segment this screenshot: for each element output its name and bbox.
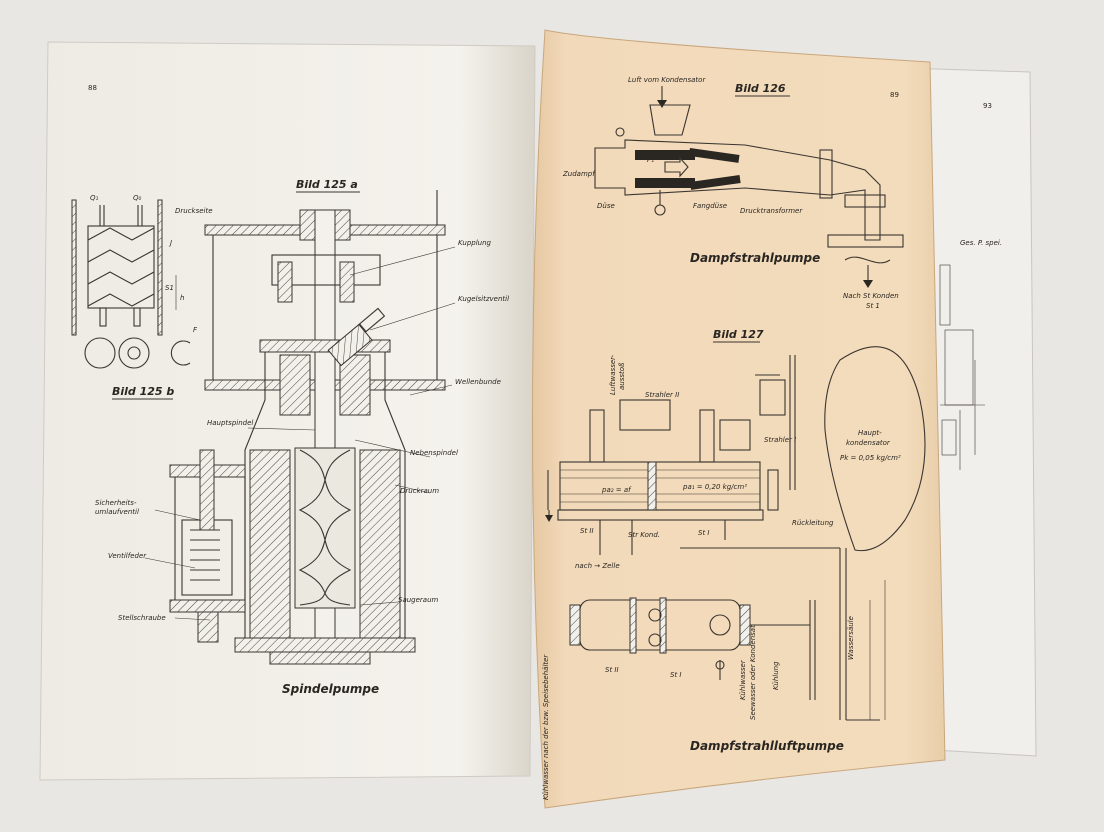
label-q1: Q₁: [90, 194, 99, 202]
label-saugeraum: Saugeraum: [398, 596, 439, 604]
label-nach-zelle: nach → Zelle: [575, 562, 620, 570]
third-page-drawing: [939, 264, 985, 470]
label-st2-lower: St II: [605, 666, 619, 674]
label-hauptkondensator: Haupt-: [858, 429, 882, 437]
label-st1-small: St 1: [866, 302, 880, 310]
label-strahler-2: Strahler II: [645, 391, 679, 399]
figure-125b-title: Bild 125 b: [112, 385, 174, 398]
label-str-kond: Str Kond.: [628, 531, 660, 539]
label-rueckleitung: Rückleitung: [792, 519, 834, 527]
label-kondensator: kondensator: [846, 439, 891, 447]
third-page-number: 93: [983, 102, 992, 110]
label-s1: S1: [165, 284, 174, 292]
label-st2: St II: [580, 527, 594, 535]
label-q0: Q₀: [133, 194, 142, 202]
figure-125b: Q₁ Q₀ Druckseite J S1 h F Bild 125 b: [71, 194, 213, 400]
figure-127-title: Bild 127: [713, 328, 764, 341]
label-h: h: [180, 294, 184, 302]
label-fangduese: Fangdüse: [693, 202, 727, 210]
label-nebenspindel: Nebenspindel: [410, 449, 458, 457]
third-page-label: Ges. P. spei.: [960, 239, 1002, 247]
figure-127-caption: Dampfstrahlluftpumpe: [690, 739, 844, 753]
label-st1: St I: [698, 529, 709, 537]
label-stellschraube: Stellschraube: [118, 614, 166, 622]
figure-126-caption: Dampfstrahlpumpe: [690, 251, 820, 265]
figure-125a-caption: Spindelpumpe: [282, 682, 379, 696]
label-kugelsitzventil: Kugelsitzventil: [458, 295, 509, 303]
label-kuehlwasser-side: Kühlwasser nach der bzw. Speisebehälter: [542, 654, 550, 800]
label-f: F: [193, 326, 198, 334]
label-umlaufventil: umlaufventil: [95, 508, 139, 516]
label-pa-value: pa₁ = 0,20 kg/cm²: [682, 483, 747, 491]
label-nach-st-kondensator: Nach St Konden: [843, 292, 899, 300]
label-druckraum: Druckraum: [400, 487, 439, 495]
label-kuehlwasser: Kühlwasser: [739, 659, 747, 700]
figure-126-title: Bild 126: [735, 82, 786, 95]
label-p1: P₁: [647, 156, 654, 164]
label-duese: Düse: [597, 202, 615, 210]
label-luftwasser: Luftwasser-: [609, 354, 617, 395]
label-j: J: [168, 239, 172, 247]
left-page-number: 88: [88, 84, 97, 92]
label-strahler-1: Strahler I: [764, 436, 796, 444]
figure-125a: Bild 125 a: [95, 178, 509, 696]
label-wassersaeule: Wassersäule: [847, 616, 855, 660]
label-wellenbunde: Wellenbunde: [455, 378, 501, 386]
label-st1-lower: St I: [670, 671, 681, 679]
figure-125a-title: Bild 125 a: [296, 178, 358, 191]
label-drucktransformer: Drucktransformer: [740, 207, 803, 215]
figure-126: Luft vom Kondensator Bild 126 Zudampf Dü…: [562, 76, 904, 310]
label-pk-value: Pk = 0,05 kg/cm²: [840, 454, 901, 462]
label-druckseite: Druckseite: [175, 207, 213, 215]
right-page-number: 89: [890, 91, 899, 99]
label-ventilfeder: Ventilfeder: [108, 552, 147, 560]
label-kuehlung: Kühlung: [772, 661, 780, 690]
label-kupplung: Kupplung: [458, 239, 492, 247]
figure-127: Bild 127 Haupt- kondensator Pk = 0,05 kg…: [542, 328, 926, 800]
label-p2: P₂: [650, 181, 657, 189]
label-zudampf: Zudampf: [562, 170, 596, 178]
label-luft-vom-kondensator: Luft vom Kondensator: [628, 76, 706, 84]
label-hauptspindel: Hauptspindel: [207, 419, 253, 427]
label-sicherheits: Sicherheits-: [95, 499, 137, 507]
label-seewasser: Seewasser oder Kondensat: [749, 625, 757, 720]
label-ausstoss: ausstoß: [618, 362, 626, 390]
label-pa-af: pa₂ = af: [601, 486, 632, 494]
